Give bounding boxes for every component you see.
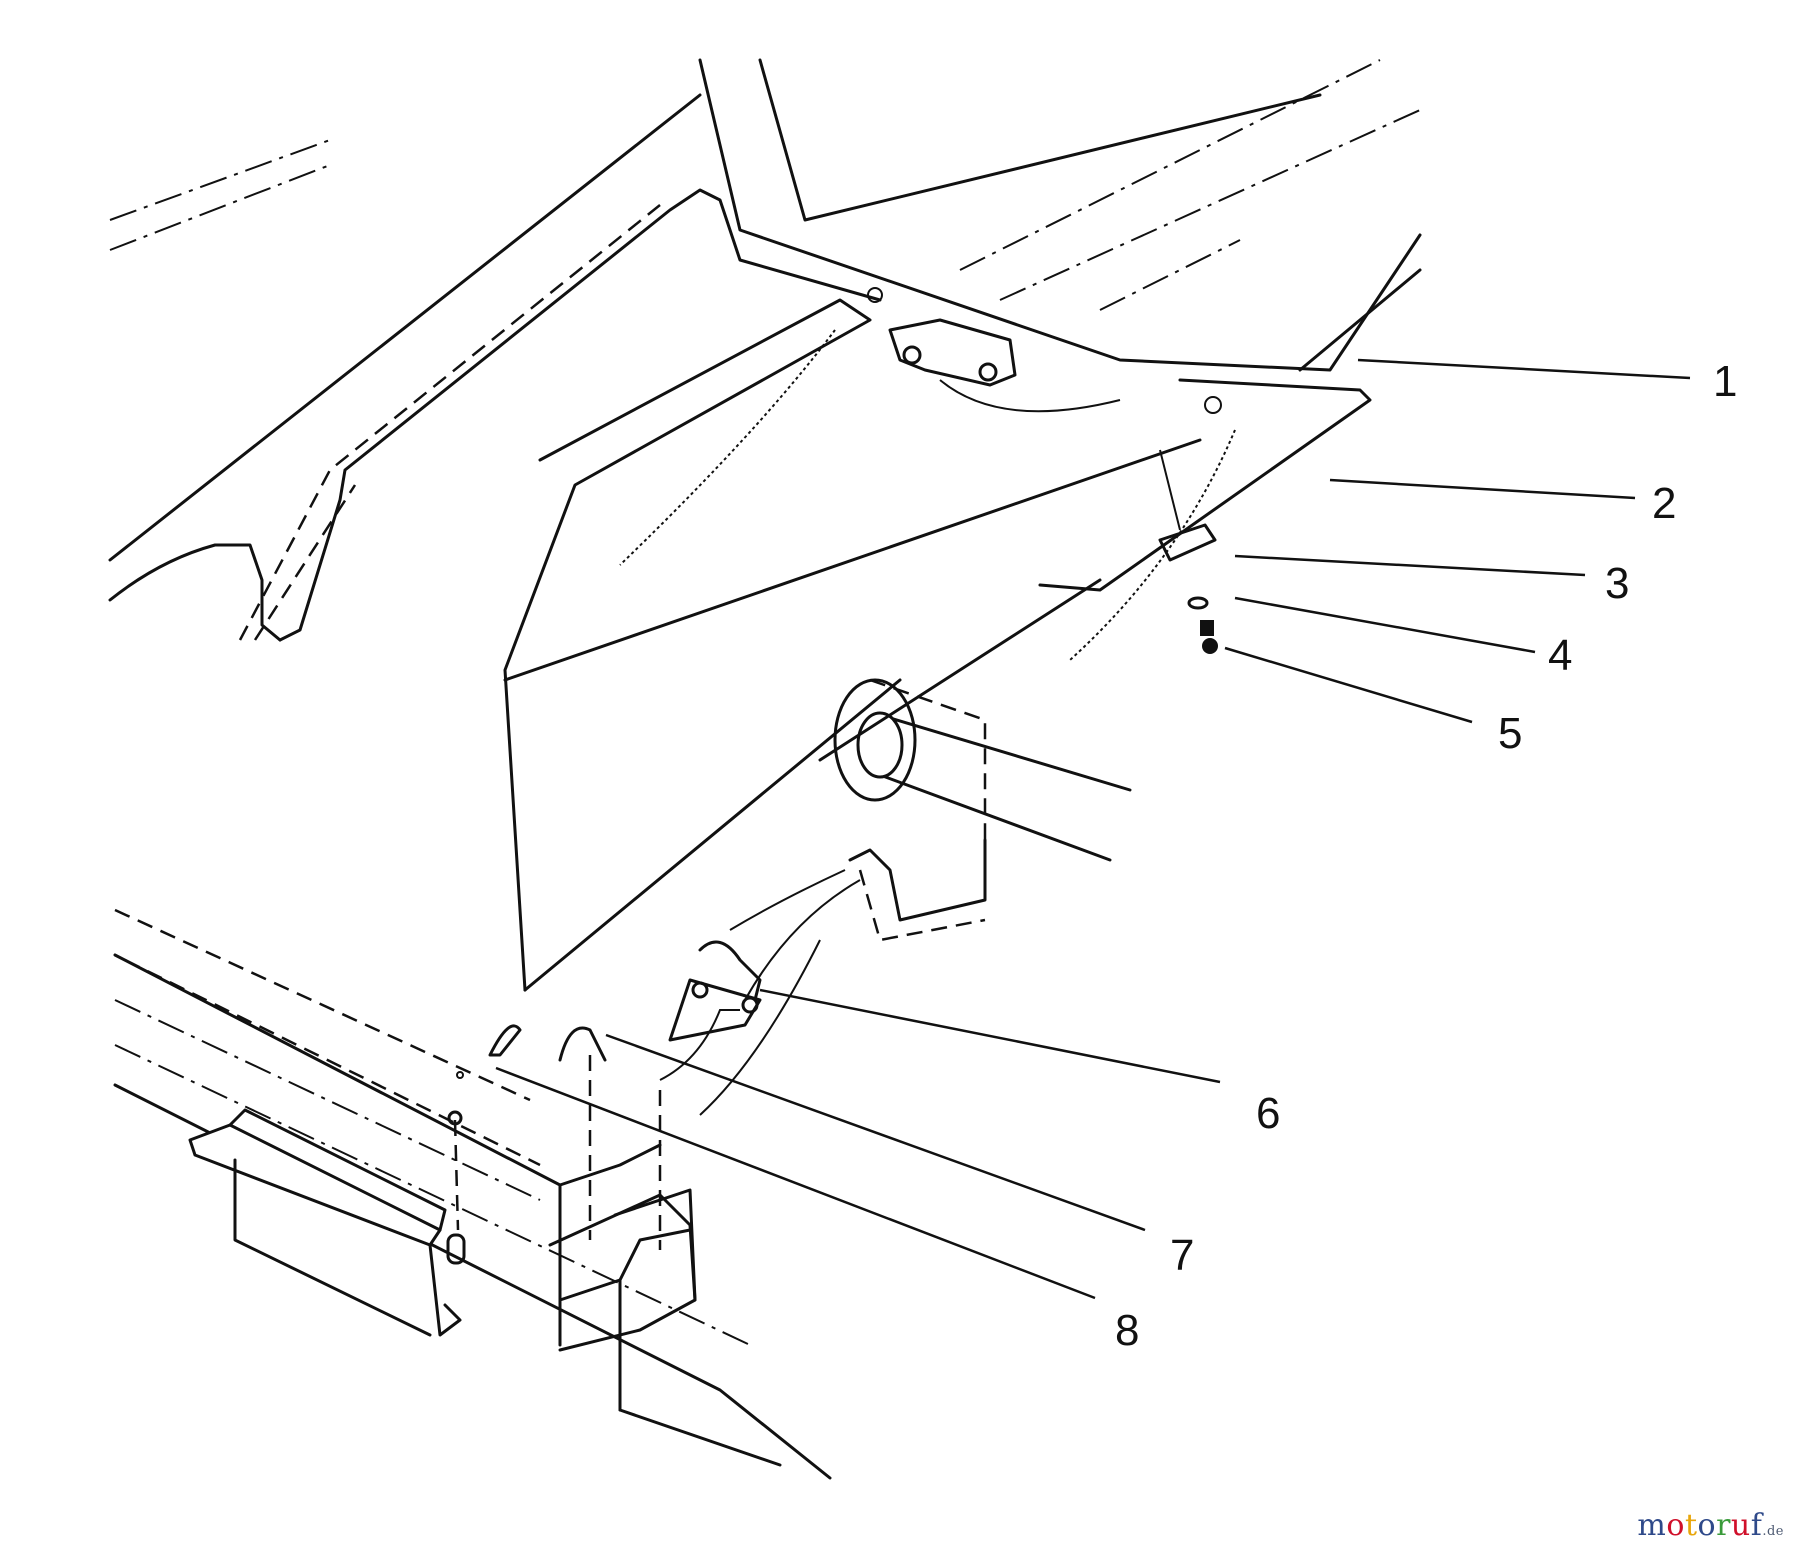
callout-5: 5 <box>1498 709 1522 758</box>
watermark-logo: motoruf.de <box>1637 1508 1784 1543</box>
callout-8: 8 <box>1115 1306 1139 1355</box>
fastener-hardware <box>1158 523 1218 654</box>
watermark-letter: o <box>1697 1508 1717 1543</box>
callout-6: 6 <box>1256 1089 1280 1138</box>
watermark-letter: m <box>1637 1508 1667 1543</box>
leader-lines <box>495 358 1691 1300</box>
watermark-letter: o <box>1666 1508 1685 1543</box>
hinge-bracket <box>867 287 1222 414</box>
upper-frame <box>698 58 1422 592</box>
lower-deck <box>113 908 832 1480</box>
watermark-letter: u <box>1730 1508 1751 1543</box>
callout-labels: 1 2 3 4 5 6 7 8 <box>1115 357 1737 1355</box>
watermark-tld: .de <box>1762 1524 1784 1539</box>
watermark-letter: f <box>1750 1508 1763 1543</box>
deflector-plate <box>503 298 1236 992</box>
lower-clip <box>188 1108 462 1337</box>
callout-4: 4 <box>1548 631 1572 680</box>
housing-outline <box>108 93 882 642</box>
pin-hardware <box>446 940 762 1265</box>
callout-7: 7 <box>1170 1231 1194 1280</box>
shaft-assembly <box>818 578 1132 862</box>
callout-2: 2 <box>1652 479 1676 528</box>
callout-1: 1 <box>1713 357 1737 406</box>
lower-arm <box>659 838 987 1116</box>
watermark-letter: r <box>1716 1508 1731 1543</box>
callout-3: 3 <box>1605 559 1629 608</box>
watermark-letter: t <box>1684 1508 1698 1543</box>
